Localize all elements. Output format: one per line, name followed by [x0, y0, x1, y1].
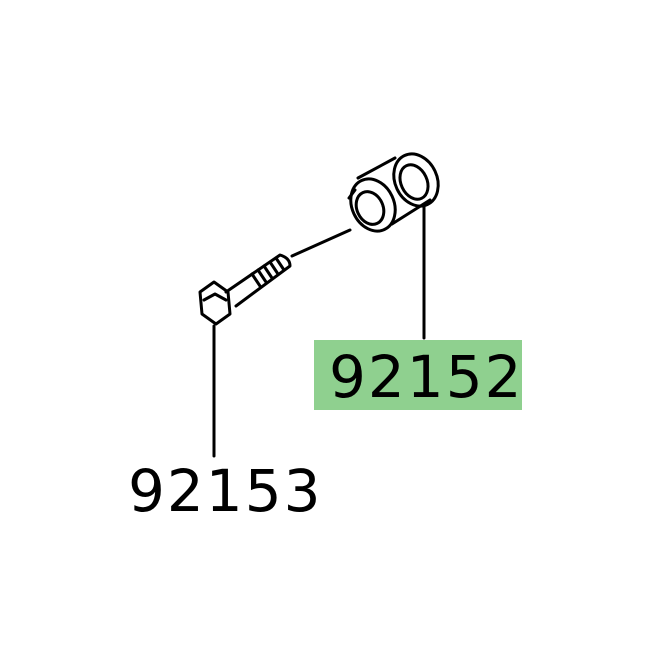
assembly-line	[290, 228, 352, 258]
part-number-92152: 92152	[329, 343, 524, 411]
collar-part-drawing	[347, 152, 440, 233]
part-number-92153: 92153	[128, 457, 323, 525]
highlight-box-92152	[314, 340, 522, 410]
bolt-part-drawing	[198, 253, 292, 326]
